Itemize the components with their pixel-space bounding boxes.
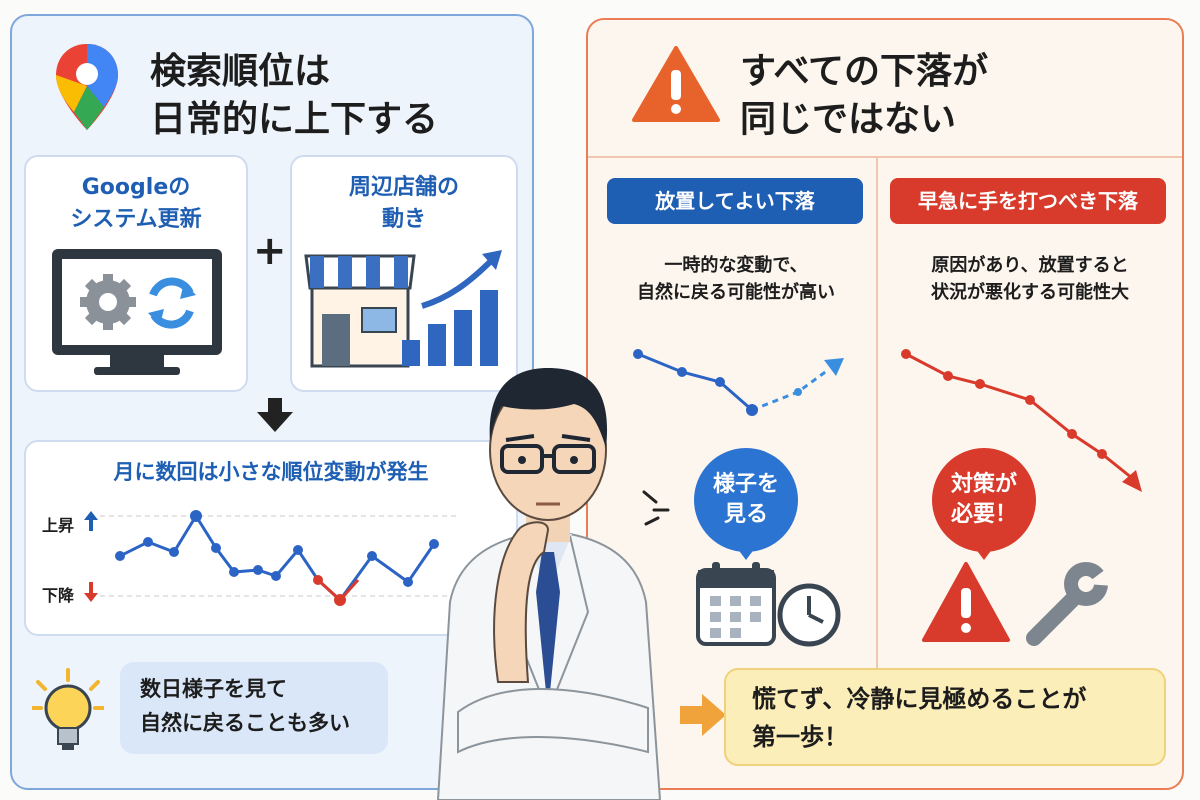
down-trend-arrow-icon xyxy=(84,582,98,602)
left-title: 検索順位は 日常的に上下する xyxy=(150,51,439,140)
urgent-drop-pill: 早急に手を打つべき下落 xyxy=(890,178,1166,224)
bottom-message-box xyxy=(724,668,1166,766)
ranking-fluctuation-title: 月に数回は小さな順位変動が発生 xyxy=(113,460,429,484)
right-title: すべての下落が 同じではない xyxy=(740,51,989,140)
action-bubble xyxy=(932,448,1036,552)
warning-icon xyxy=(632,46,720,122)
wait-bubble xyxy=(694,448,798,552)
ignorable-drop-pill: 放置してよい下落 xyxy=(607,178,863,224)
right-divider xyxy=(588,156,1182,158)
google-maps-pin-icon xyxy=(56,44,118,130)
alert-triangle-icon xyxy=(922,562,1010,642)
action-bubble-tail xyxy=(972,544,996,560)
action-bubble-text: 対策が 必要！ xyxy=(950,472,1017,527)
down-label: 下降 xyxy=(42,586,75,605)
wait-bubble-tail xyxy=(734,544,758,560)
plus-sign: + xyxy=(253,228,287,274)
tip-bubble xyxy=(120,662,388,754)
clock-icon xyxy=(777,583,841,647)
google-system-label: Googleの システム更新 xyxy=(70,175,202,232)
store-growth-icon xyxy=(304,250,502,368)
wait-bubble-text: 様子を 見る xyxy=(712,472,779,527)
person-thinking xyxy=(436,368,662,800)
down-arrow-icon xyxy=(257,398,293,432)
up-arrow-icon xyxy=(84,511,98,531)
right-arrow-icon xyxy=(680,694,726,736)
tip-text: 数日様子を見て 自然に戻ることも多い xyxy=(140,677,350,735)
rank-line-chart xyxy=(100,510,460,606)
calendar-icon xyxy=(696,562,776,646)
bottom-message: 慌てず、冷静に見極めることが 第一歩！ xyxy=(752,685,1087,751)
column-divider xyxy=(876,158,878,668)
ranking-fluctuation-card xyxy=(24,440,518,636)
wrench-icon xyxy=(1026,562,1114,646)
right-panel xyxy=(586,18,1184,790)
recovery-line-chart xyxy=(633,349,844,416)
urgent-drop-desc: 原因があり、放置すると 状況が悪化する可能性大 xyxy=(931,255,1129,303)
lightbulb-icon xyxy=(32,668,104,750)
decline-line-chart xyxy=(901,349,1142,492)
up-label: 上昇 xyxy=(42,516,75,535)
nearby-store-label: 周辺店舗の 動き xyxy=(348,175,459,232)
monitor-gear-refresh-icon xyxy=(52,249,222,375)
thinking-lines xyxy=(642,490,670,526)
ignorable-drop-desc: 一時的な変動で、 自然に戻る可能性が高い xyxy=(637,255,835,303)
